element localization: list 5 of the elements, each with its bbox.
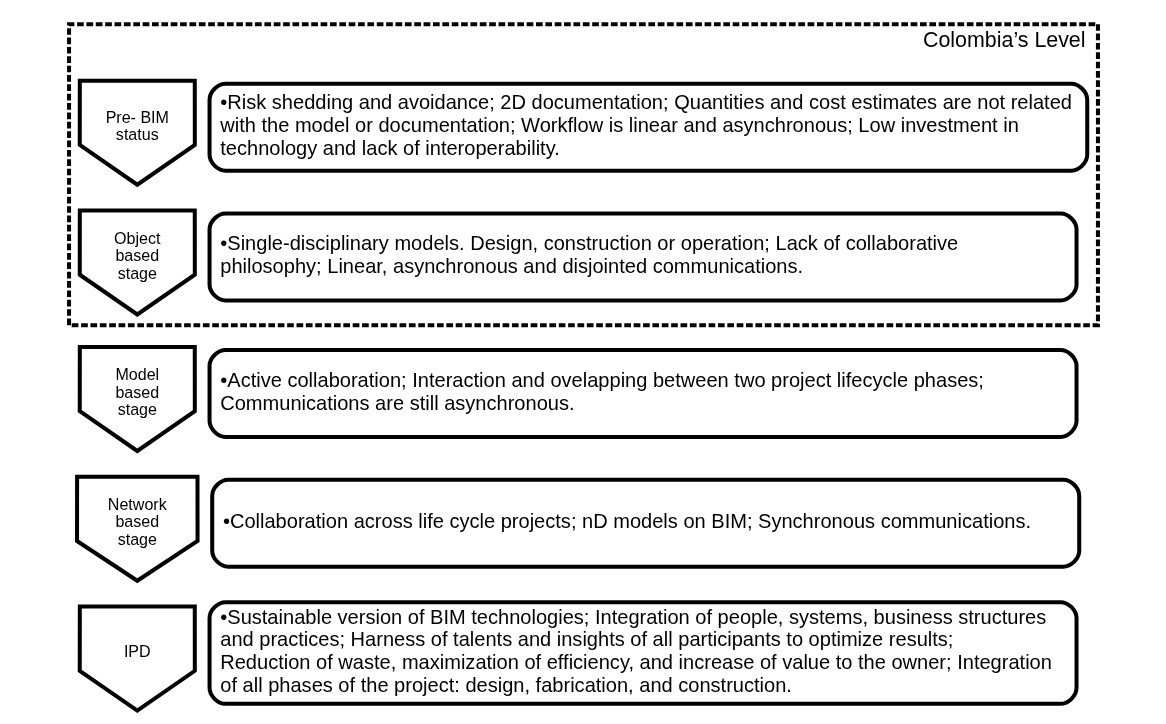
node-box: •Active collaboration; Interaction and ovelapping between two project lifecycle phases; Communications are still asynchronous. — [207, 347, 1079, 439]
node-box: •Sustainable version of BIM technologies; Integration of people, systems, business structures and practices; Harness of talents and insights of all participants to optimize results; Reduction of waste, maximization of efficiency, and increase of value to the owner; Integration of all phases of the project: design, fabrication, and construction. — [207, 600, 1079, 706]
node-box: •Collaboration across life cycle projects; nD models on BIM; Synchronous communications. — [209, 477, 1081, 569]
node-box: •Single-disciplinary models. Design, construction or operation; Lack of collaborative philosophy; Linear, asynchronous and disjointed communications. — [207, 211, 1079, 303]
node-box: •Risk shedding and avoidance; 2D documentation; Quantities and cost estimates are not related with the model or documentation; Workflow is linear and asynchronous; Low investment in technology and lack of interoperability. — [207, 81, 1089, 173]
